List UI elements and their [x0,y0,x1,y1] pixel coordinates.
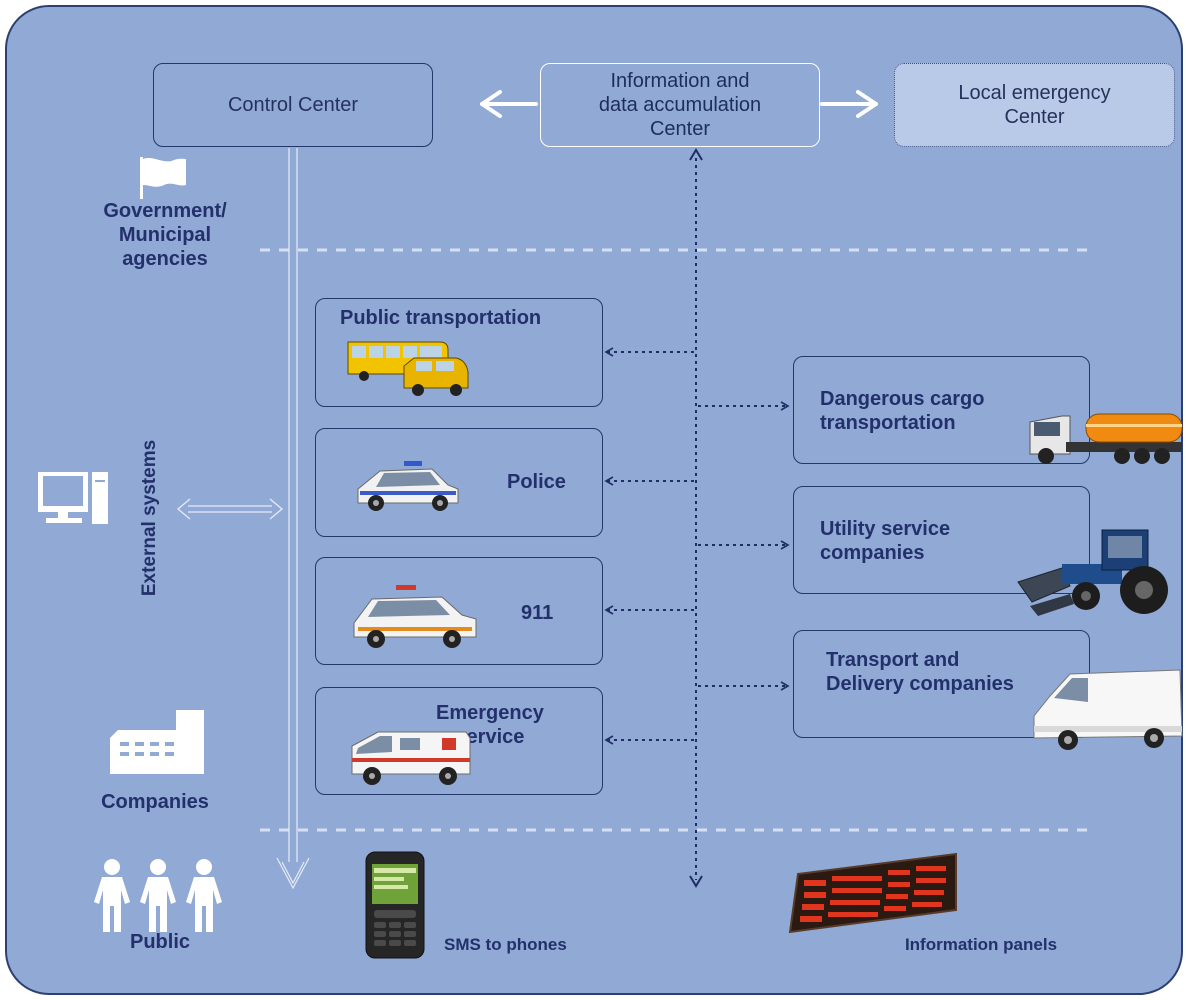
control-center-box: Control Center [153,63,433,147]
emergency-service-label: Emergency service [436,701,544,749]
ambulance-icon [351,731,471,785]
emergency-service-line2: service [455,726,525,748]
government-line2: Municipal [118,224,212,246]
public-transportation-box: Public transportation [315,298,603,407]
transport-delivery-label: Transport and Delivery companies [826,648,1014,696]
sms-label: SMS to phones [444,935,567,954]
dangerous-cargo-box: Dangerous cargo transportation [793,356,1090,464]
transport-delivery-line1: Transport and [826,649,960,671]
emergency-service-box: Emergency service [315,687,603,795]
info-board-icon [788,852,957,934]
rescue-car-icon [353,585,477,648]
transport-delivery-box: Transport and Delivery companies [793,630,1090,738]
flag-icon [140,157,186,199]
mobile-phone-icon [365,851,425,959]
control-center-down-arrow [276,148,310,890]
info-center-dotted-trunk [689,148,703,888]
arrow-to-local-center [820,90,878,118]
info-center-line2: data accumulation [598,94,762,116]
utility-service-label: Utility service companies [820,517,950,565]
utility-service-box: Utility service companies [793,486,1090,594]
emergency-911-box: 911 [315,557,603,665]
local-center-line2: Center [1004,106,1065,128]
government-line3: agencies [122,248,208,270]
external-systems-arrow [176,498,284,520]
local-emergency-center-box: Local emergency Center [894,63,1175,147]
public-label: Public [129,931,190,953]
tractor-icon [1017,529,1168,616]
police-car-icon [357,461,459,511]
transport-delivery-line2: Delivery companies [826,673,1014,695]
emergency-911-label: 911 [521,602,554,624]
police-box: Police [315,428,603,537]
arrow-to-control-center [480,90,538,118]
van-icon [1033,669,1183,750]
external-systems-label: External systems [139,439,160,597]
info-center-line1: Information and [610,70,750,92]
companies-label: Companies [101,791,209,813]
bus-icon [347,341,469,396]
info-panels-label: Information panels [904,935,1058,954]
info-center-line3: Center [649,118,711,140]
dangerous-cargo-line2: transportation [820,412,956,434]
building-icon [110,710,204,774]
info-center-box: Information and data accumulation Center [540,63,820,147]
emergency-service-line1: Emergency [436,702,544,724]
utility-line1: Utility service [820,518,951,540]
control-center-label: Control Center [227,94,359,116]
people-icon [94,859,222,932]
local-center-line1: Local emergency [958,82,1111,104]
police-label: Police [507,471,566,493]
utility-line2: companies [820,542,925,564]
dangerous-cargo-label: Dangerous cargo transportation [820,387,984,435]
dangerous-cargo-line1: Dangerous cargo [820,388,985,410]
government-label: Government/ Municipal agencies [60,199,270,271]
tanker-truck-icon [1029,413,1183,464]
government-line1: Government/ [103,200,227,222]
computer-icon [38,472,108,524]
public-transportation-label: Public transportation [340,307,542,329]
